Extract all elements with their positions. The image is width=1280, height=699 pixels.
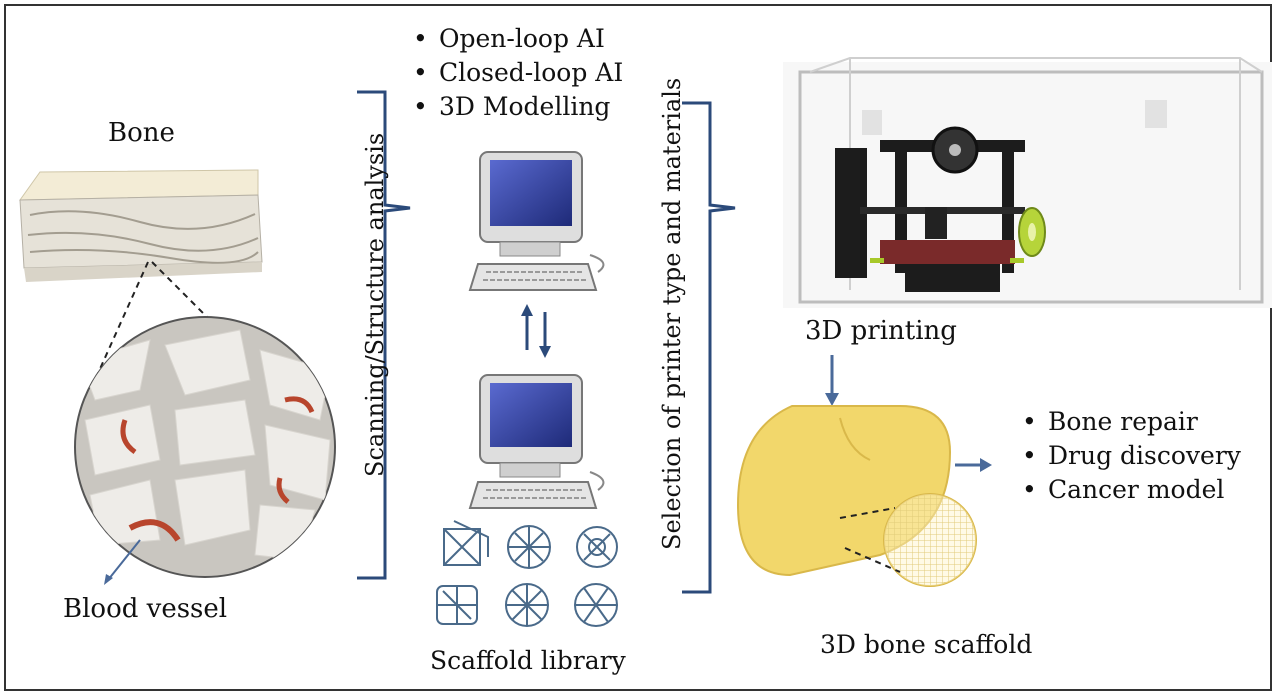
ai-methods-list: Open-loop AI Closed-loop AI 3D Modelling <box>413 22 623 124</box>
ai-method-item: Open-loop AI <box>413 22 623 56</box>
bone-block-illustration <box>19 169 263 282</box>
printer-illustration <box>783 57 1272 308</box>
application-item: Drug discovery <box>1022 439 1241 473</box>
computer-top-illustration <box>468 151 605 291</box>
scaffold-library-label: Scaffold library <box>430 646 626 675</box>
bone-title: Bone <box>108 118 175 148</box>
selection-label: Selection of printer type and materials <box>658 77 686 550</box>
printing-label: 3D printing <box>805 316 957 346</box>
blood-vessel-label: Blood vessel <box>63 594 228 624</box>
bone-scaffold-illustration <box>736 405 977 587</box>
analysis-label: Scanning/Structure analysis <box>361 132 389 477</box>
ai-method-item: 3D Modelling <box>413 90 623 124</box>
right-bracket <box>682 101 736 594</box>
ai-method-item: Closed-loop AI <box>413 56 623 90</box>
application-item: Bone repair <box>1022 405 1241 439</box>
vessel-pointer <box>107 539 141 581</box>
scaffold-library-illustration <box>436 520 618 627</box>
computer-bottom-illustration <box>468 374 605 509</box>
trabecular-bone-circle <box>74 316 336 578</box>
application-item: Cancer model <box>1022 473 1241 507</box>
scaffold-label: 3D bone scaffold <box>820 630 1033 659</box>
applications-list: Bone repair Drug discovery Cancer model <box>1022 405 1241 507</box>
left-bracket <box>357 90 411 580</box>
